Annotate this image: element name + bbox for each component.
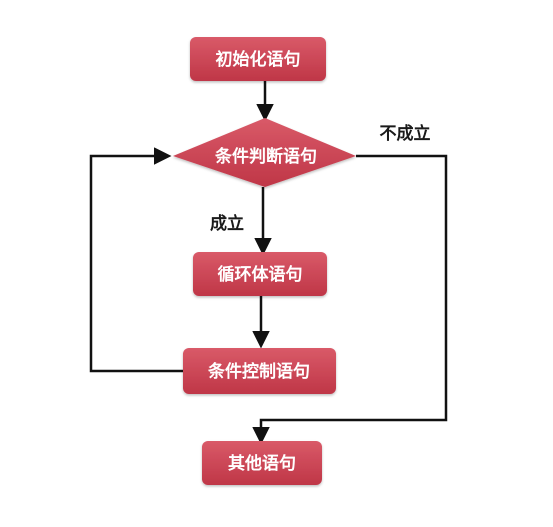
node-control-label: 条件控制语句	[207, 361, 310, 382]
node-body-box	[193, 252, 327, 296]
node-other-box	[202, 441, 322, 485]
node-other-label: 其他语句	[228, 453, 296, 474]
node-init	[190, 37, 326, 81]
edge-label-true: 成立	[210, 213, 244, 234]
node-control-box	[183, 348, 336, 394]
node-control	[183, 348, 336, 394]
node-other	[202, 441, 322, 485]
edge-control-loop-back	[89, 147, 183, 373]
node-condition-diamond	[173, 118, 356, 187]
node-body-label: 循环体语句	[218, 264, 303, 285]
edge-label-false: 不成立	[380, 123, 431, 144]
node-init-box	[190, 37, 326, 81]
node-init-label: 初始化语句	[216, 49, 301, 70]
edge-condition-to-other	[252, 154, 448, 445]
node-condition-label: 条件判断语句	[214, 146, 317, 167]
node-condition	[173, 118, 356, 187]
node-body	[193, 252, 327, 296]
